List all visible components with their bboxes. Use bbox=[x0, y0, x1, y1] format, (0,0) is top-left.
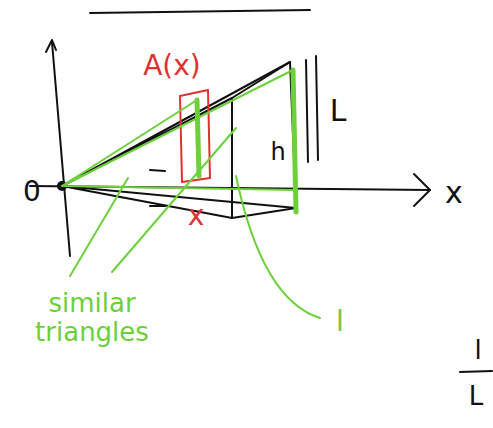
top-rule bbox=[90, 10, 310, 13]
area-label: A(x) bbox=[143, 51, 201, 82]
dimension-label: L bbox=[330, 94, 347, 127]
section-label: l bbox=[336, 307, 344, 338]
cross-section-side bbox=[197, 100, 199, 176]
fraction-numerator: l bbox=[474, 336, 481, 365]
dimension-label: h bbox=[270, 139, 285, 165]
leader-line bbox=[70, 128, 236, 276]
axis-label: x bbox=[445, 176, 463, 209]
dimension-bar bbox=[306, 56, 318, 162]
y-axis bbox=[52, 42, 70, 256]
position-label: x bbox=[188, 201, 205, 232]
triangle-edge bbox=[62, 70, 296, 190]
fraction-denominator: L bbox=[469, 382, 484, 411]
fraction-bar bbox=[460, 371, 492, 372]
note-label: similar triangles bbox=[22, 289, 162, 346]
axis-arrow bbox=[414, 174, 430, 206]
origin-label: 0 bbox=[23, 177, 41, 208]
cross-section bbox=[180, 90, 210, 182]
leader-line bbox=[236, 176, 320, 318]
axis-arrow bbox=[46, 40, 56, 52]
